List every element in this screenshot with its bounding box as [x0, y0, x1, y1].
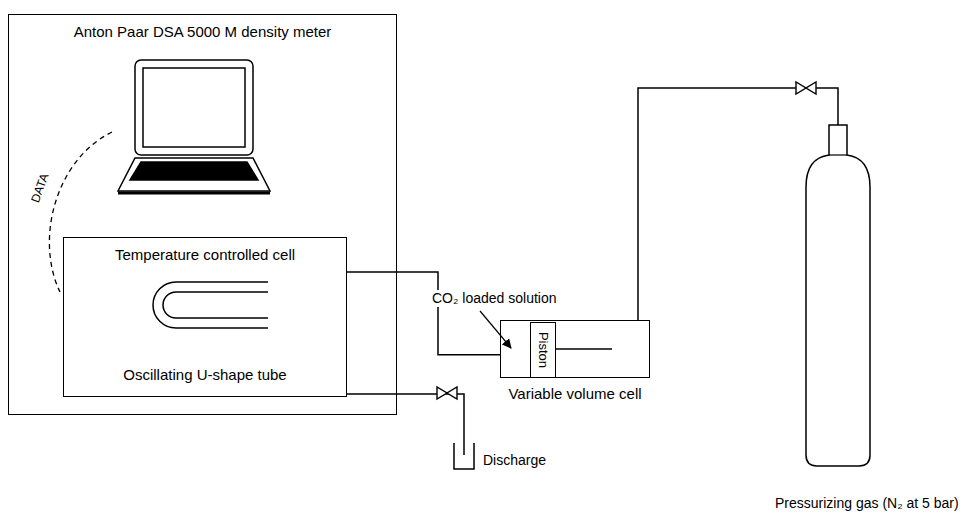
variable-volume-cell: PistonVariable volume cell — [500, 320, 650, 378]
node-label: Temperature controlled cell — [64, 246, 346, 264]
laptop-icon — [118, 60, 270, 193]
gas-cylinder: Pressurizing gas (N₂ at 5 bar) — [805, 125, 871, 467]
node-label: Anton Paar DSA 5000 M density meter — [9, 23, 396, 41]
cylinder-outline — [805, 125, 871, 467]
beaker-outline — [453, 443, 475, 470]
u-tube — [153, 282, 268, 328]
piston-rod — [556, 348, 612, 350]
beaker-outline — [454, 443, 474, 469]
node-label: Piston — [535, 332, 551, 368]
data-cable — [49, 132, 112, 292]
signal-label: DATA — [27, 169, 52, 206]
cylinder-outline — [806, 125, 870, 466]
pipe-line — [347, 394, 464, 455]
node-label: Discharge — [483, 452, 546, 469]
valve-symbol — [437, 387, 457, 399]
cylinder-neck — [829, 154, 847, 155]
callout-label: CO₂ loaded solution — [430, 290, 559, 307]
node-label: Variable volume cell — [508, 385, 641, 403]
instrument-housing: Temperature controlled cellOscillating U… — [8, 14, 397, 415]
pipe-line — [347, 272, 500, 355]
temperature-cell: Temperature controlled cellOscillating U… — [63, 237, 347, 397]
leader-arrow — [480, 311, 511, 348]
discharge-beaker: Discharge — [453, 443, 475, 470]
node-label: Pressurizing gas (N₂ at 5 bar) — [775, 495, 959, 512]
node-label: Oscillating U-shape tube — [64, 366, 346, 384]
piston: Piston — [530, 322, 556, 378]
valve-symbol — [796, 82, 816, 94]
